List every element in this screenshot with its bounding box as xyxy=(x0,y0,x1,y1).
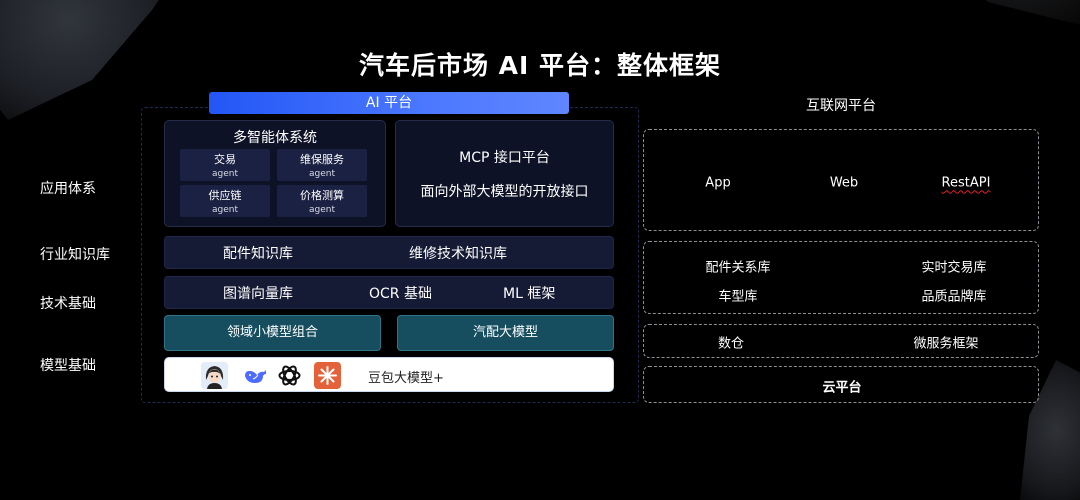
doubao-avatar-icon xyxy=(201,362,228,389)
agent-sub: agent xyxy=(212,205,238,215)
tech-ocr: OCR 基础 xyxy=(369,285,432,302)
tech-graph-vector: 图谱向量库 xyxy=(223,285,293,302)
row-label-industry-knowledge: 行业知识库 xyxy=(40,247,110,263)
agent-pricing: 价格测算 agent xyxy=(277,185,367,217)
data-warehouse-label: 数仓 xyxy=(717,336,745,352)
agent-trade: 交易 agent xyxy=(180,149,270,181)
cloud-platform-label: 云平台 xyxy=(822,380,862,396)
infra-box: 数仓 微服务框架 xyxy=(643,324,1039,358)
row-label-tech-foundation: 技术基础 xyxy=(40,296,96,312)
ai-platform-header: AI 平台 xyxy=(209,92,569,114)
openai-knot-icon xyxy=(276,362,303,389)
agent-name: 价格测算 xyxy=(300,189,344,202)
data-stores-box: 配件关系库 实时交易库 车型库 品质品牌库 xyxy=(643,241,1039,314)
quality-brand-db: 品质品牌库 xyxy=(921,289,987,305)
knowledge-repair-tech: 维修技术知识库 xyxy=(409,245,507,262)
web-label: Web xyxy=(829,175,859,191)
apps-box: App Web RestAPI xyxy=(643,129,1039,231)
knowledge-parts: 配件知识库 xyxy=(223,245,293,262)
agent-name: 供应链 xyxy=(208,189,242,202)
multi-agent-title: 多智能体系统 xyxy=(233,130,317,146)
agent-sub: agent xyxy=(309,169,335,179)
agent-name: 维保服务 xyxy=(300,153,344,166)
deepseek-whale-icon xyxy=(242,362,269,389)
auto-parts-llm-box: 汽配大模型 xyxy=(397,315,614,351)
row-label-model-foundation: 模型基础 xyxy=(40,358,96,374)
knowledge-base-row: 配件知识库 维修技术知识库 xyxy=(164,236,614,269)
row-label-application: 应用体系 xyxy=(40,181,96,197)
mcp-subtitle: 面向外部大模型的开放接口 xyxy=(420,184,589,200)
cloud-platform-box: 云平台 xyxy=(643,366,1039,403)
agent-maintenance: 维保服务 agent xyxy=(277,149,367,181)
restapi-label: RestAPI xyxy=(941,175,991,191)
claude-star-icon xyxy=(314,362,341,389)
base-models-bar: 豆包大模型+ xyxy=(164,357,614,392)
background-rock-top-right xyxy=(940,0,1080,30)
domain-small-models-box: 领域小模型组合 xyxy=(164,315,381,351)
mcp-title: MCP 接口平台 xyxy=(459,150,550,166)
agent-sub: agent xyxy=(309,205,335,215)
tech-foundation-row: 图谱向量库 OCR 基础 ML 框架 xyxy=(164,276,614,309)
vehicle-model-db: 车型库 xyxy=(718,289,758,305)
doubao-model-label: 豆包大模型+ xyxy=(368,371,444,386)
parts-relation-db: 配件关系库 xyxy=(705,260,771,276)
app-label: App xyxy=(705,175,731,191)
multi-agent-box: 多智能体系统 交易 agent 维保服务 agent 供应链 agent 价格测… xyxy=(164,120,386,227)
tech-ml-framework: ML 框架 xyxy=(503,285,556,302)
internet-platform-title: 互联网平台 xyxy=(806,98,876,114)
agent-supply-chain: 供应链 agent xyxy=(180,185,270,217)
page-title: 汽车后市场 AI 平台：整体框架 xyxy=(358,51,722,80)
realtime-trade-db: 实时交易库 xyxy=(921,260,987,276)
microservice-framework-label: 微服务框架 xyxy=(913,336,979,352)
agent-name: 交易 xyxy=(214,153,236,166)
mcp-interface-box: MCP 接口平台 面向外部大模型的开放接口 xyxy=(395,120,614,227)
agent-sub: agent xyxy=(212,169,238,179)
